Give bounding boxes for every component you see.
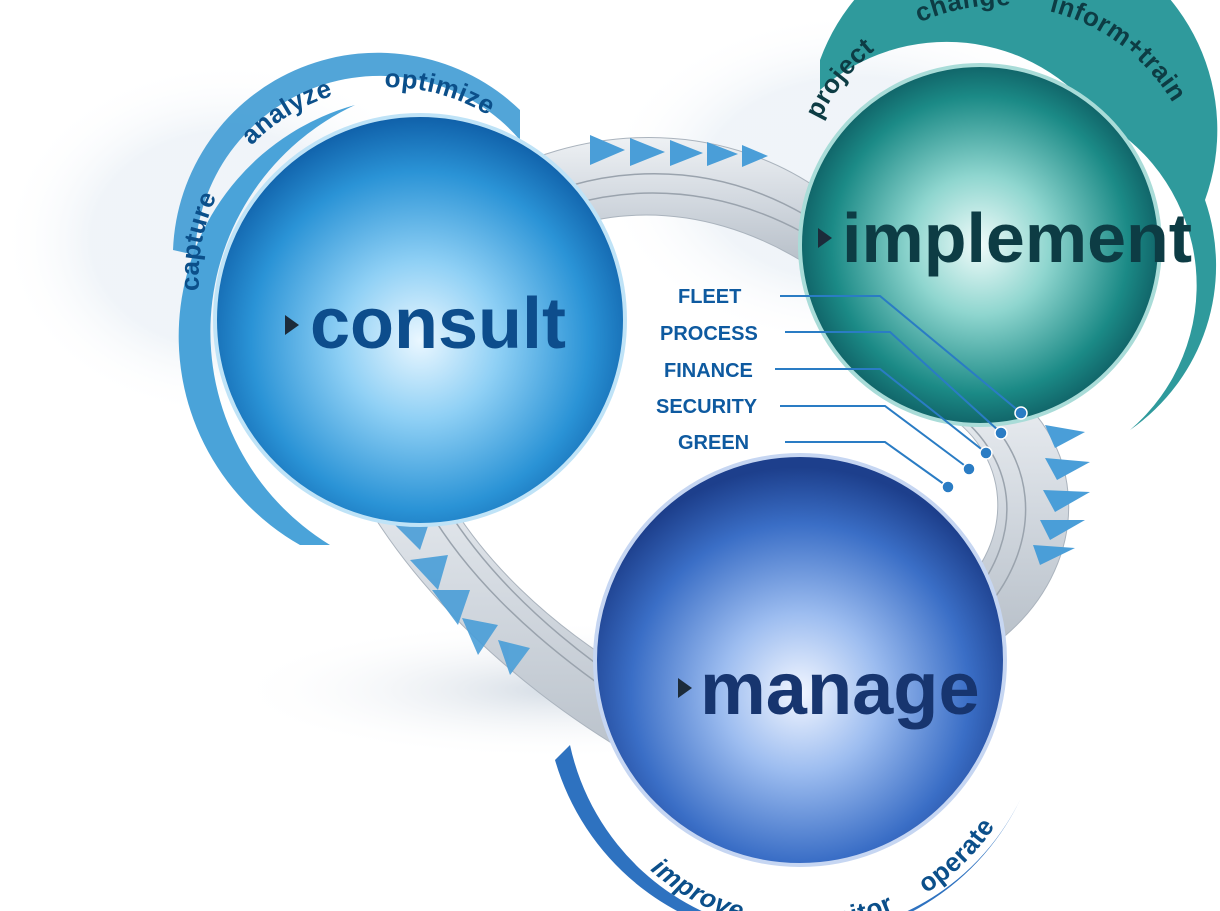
implement-ring-band <box>820 0 1218 430</box>
dot-security <box>962 462 976 476</box>
arrow-left-1 <box>395 520 430 550</box>
implement-label: implement <box>842 199 1192 277</box>
arrow-top-4 <box>707 142 738 166</box>
consult-ring-crescent <box>178 105 355 545</box>
manage-ring-word-1: improve <box>646 852 748 911</box>
consult-label: consult <box>310 284 566 364</box>
category-leaders <box>775 295 1021 488</box>
arrow-top-5 <box>742 145 768 167</box>
dot-process <box>994 426 1008 440</box>
ring-word-monitor: monitor <box>796 888 897 911</box>
manage-ring-word-3: operate <box>913 812 1001 899</box>
arrow-left-5 <box>498 640 530 675</box>
category-dots <box>941 406 1028 494</box>
category-finance: FINANCE <box>664 360 753 382</box>
manage-label: manage <box>700 647 980 730</box>
category-process: PROCESS <box>660 323 758 345</box>
arrow-right-2 <box>1045 458 1090 480</box>
arrow-top-1 <box>590 135 625 165</box>
manage-ring-word-2: monitor <box>796 888 897 911</box>
arrows-top <box>590 135 768 167</box>
category-fleet: FLEET <box>678 286 741 308</box>
manage-sphere <box>593 453 1007 867</box>
ring-word-operate: operate <box>913 812 1001 899</box>
arrows-right <box>1033 425 1090 565</box>
implement-play-icon <box>818 228 832 248</box>
dot-fleet <box>1014 406 1028 420</box>
arrow-top-3 <box>670 140 703 166</box>
implement-sphere <box>798 63 1162 427</box>
arrow-right-5 <box>1033 545 1075 565</box>
ring-word-improve: improve <box>646 852 748 911</box>
arrow-left-3 <box>432 590 470 625</box>
consult-play-icon <box>285 315 299 335</box>
arrow-right-1 <box>1045 425 1085 448</box>
arrow-left-2 <box>410 555 448 590</box>
arrow-top-2 <box>630 138 665 166</box>
arrow-right-3 <box>1043 490 1090 512</box>
manage-play-icon <box>678 678 692 698</box>
category-green: GREEN <box>678 432 749 454</box>
category-security: SECURITY <box>656 396 758 418</box>
consult-ring-band <box>173 52 520 255</box>
dot-green <box>941 480 955 494</box>
consult-sphere <box>213 113 627 527</box>
arrow-left-4 <box>462 618 498 655</box>
arrow-right-4 <box>1040 520 1085 540</box>
arrows-left <box>395 520 530 675</box>
dot-finance <box>979 446 993 460</box>
